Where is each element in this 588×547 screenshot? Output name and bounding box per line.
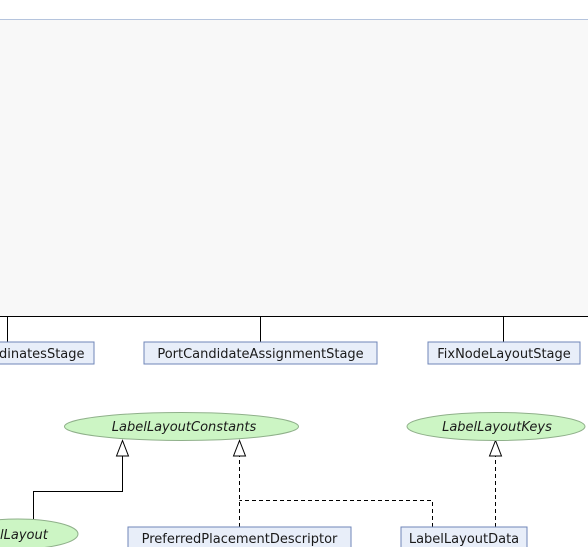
class-box-preferred-placement-descriptor[interactable]: PreferredPlacementDescriptor [127, 526, 352, 547]
edge-llayout-to-constants [33, 456, 123, 520]
arrowhead-llayout-to-constants [115, 439, 130, 457]
stage-label-port-candidate-assignment: PortCandidateAssignmentStage [157, 347, 363, 362]
stage-box-coordinates[interactable]: dinatesStage [0, 341, 95, 365]
interface-label-layout-constants-text: LabelLayoutConstants [112, 420, 257, 435]
diagram-panel [0, 19, 588, 317]
edge-data-to-constants [239, 500, 433, 527]
class-label-label-layout-data: LabelLayoutData [409, 532, 519, 547]
interface-llayout-text: lLayout [0, 528, 49, 543]
class-box-label-layout-data[interactable]: LabelLayoutData [400, 526, 528, 547]
interface-llayout[interactable]: lLayout [0, 518, 79, 547]
arrowhead-to-keys [488, 439, 503, 457]
stage-box-port-candidate-assignment[interactable]: PortCandidateAssignmentStage [143, 341, 378, 365]
interface-label-layout-keys[interactable]: LabelLayoutKeys [406, 412, 586, 441]
arrowhead-to-constants [232, 439, 247, 457]
interface-label-layout-keys-text: LabelLayoutKeys [442, 420, 552, 435]
stage-label-coordinates: dinatesStage [0, 347, 85, 362]
class-label-preferred-placement-descriptor: PreferredPlacementDescriptor [142, 532, 338, 547]
interface-label-layout-constants[interactable]: LabelLayoutConstants [64, 412, 299, 441]
stage-box-fix-node-layout[interactable]: FixNodeLayoutStage [427, 341, 581, 365]
stage-label-fix-node-layout: FixNodeLayoutStage [437, 347, 571, 362]
